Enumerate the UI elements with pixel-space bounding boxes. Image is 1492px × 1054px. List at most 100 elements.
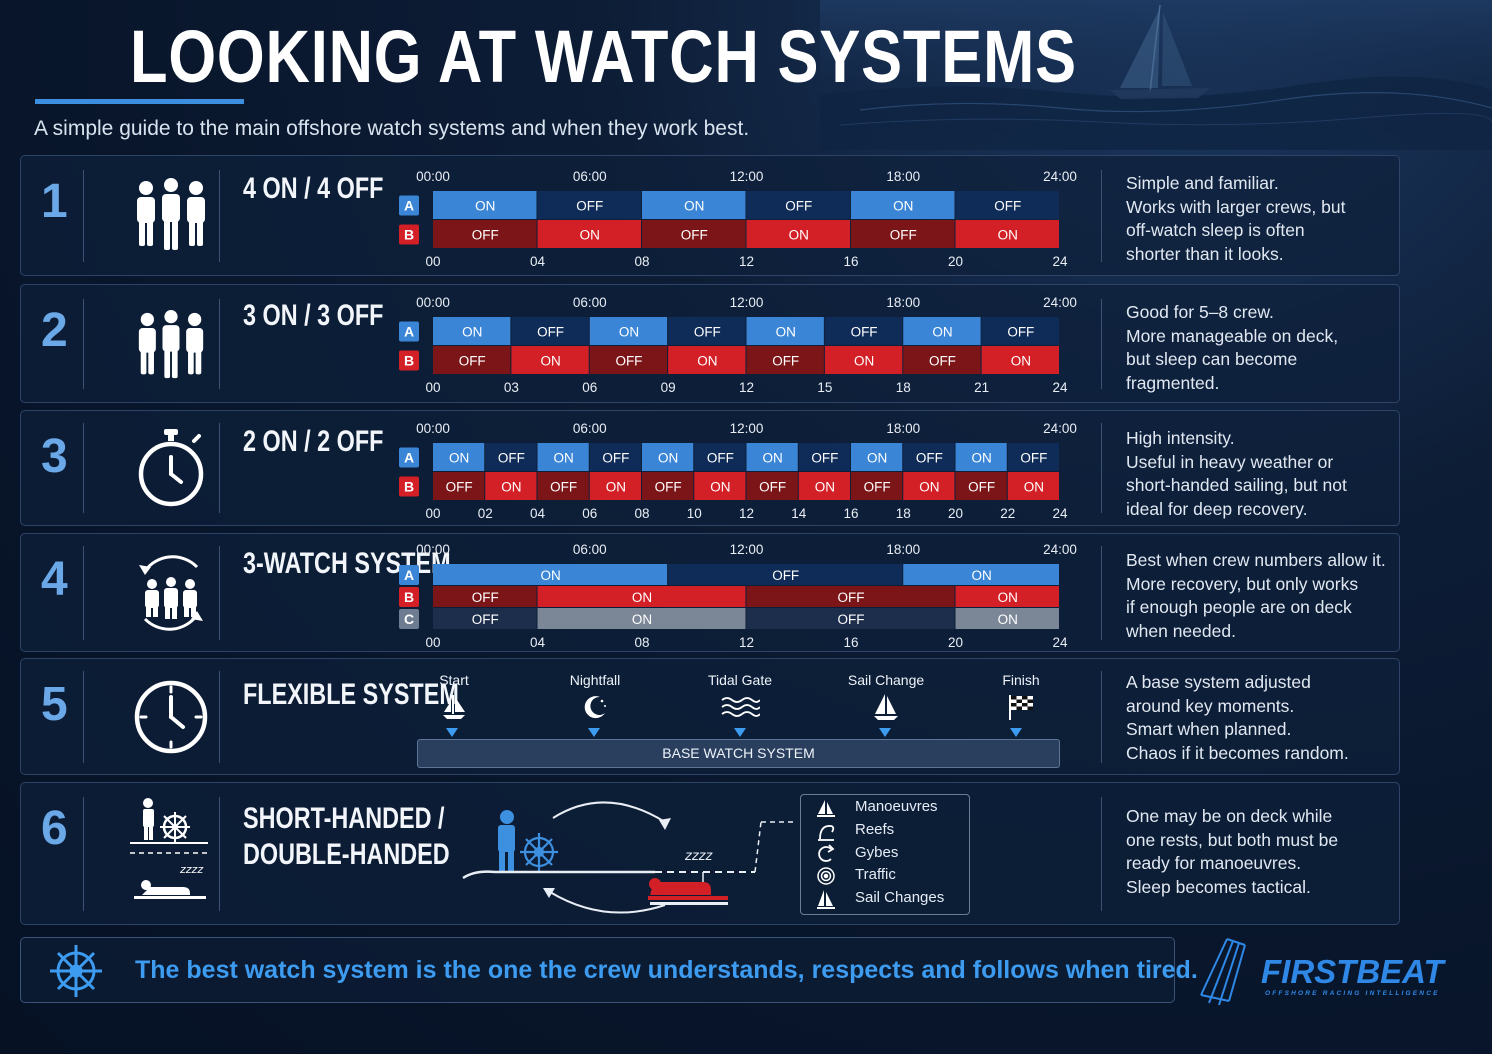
tagline-text: The best watch system is the one the cre… (135, 956, 1198, 984)
segment-label: OFF (446, 480, 473, 495)
desc-line: Smart when planned. (1126, 719, 1292, 739)
hour-tick-label: 16 (843, 254, 858, 269)
time-label: 18:00 (886, 421, 920, 436)
reef-icon (818, 825, 835, 841)
segment-label: OFF (602, 451, 629, 466)
watch-label: B (404, 227, 414, 243)
watch-segment (668, 317, 746, 345)
desc-line: if enough people are on deck (1126, 597, 1352, 617)
segment-label: ON (462, 325, 482, 340)
segment-label: ON (475, 199, 495, 214)
segment-label: OFF (890, 228, 917, 243)
hour-tick-label: 24 (1052, 380, 1068, 395)
divider (219, 671, 220, 763)
moment-markers (446, 728, 1022, 737)
segment-label: ON (697, 354, 717, 369)
divider (1101, 423, 1102, 513)
watch-segment (981, 346, 1059, 374)
segment-label: ON (789, 228, 809, 243)
system-description: Simple and familiar. Works with larger c… (1126, 172, 1396, 266)
watch-segment (433, 608, 537, 629)
segment-label: OFF (655, 480, 682, 495)
divider (83, 170, 84, 262)
desc-line: ideal for deep recovery. (1126, 498, 1308, 519)
segment-label: OFF (459, 354, 486, 369)
hour-tick-label: 08 (634, 506, 649, 521)
watch-segment (589, 317, 668, 345)
desc-line: One may be on deck while (1126, 806, 1333, 826)
segment-label: OFF (929, 354, 956, 369)
watch-a-badge (399, 321, 419, 342)
watch-segment (798, 472, 850, 500)
stopwatch-icon (138, 429, 204, 507)
segment-label: ON (919, 480, 939, 495)
watch-segment (903, 317, 981, 345)
desc-line: around key moments. (1126, 695, 1295, 716)
segment-label: ON (606, 480, 626, 495)
segment-label: OFF (550, 480, 577, 495)
helm-and-sleeper-icon: zzzz (130, 798, 208, 899)
segment-label: OFF (537, 325, 564, 340)
watch-label: A (404, 450, 414, 466)
time-label: 06:00 (573, 295, 607, 310)
segment-label: ON (776, 325, 796, 340)
row-number: 5 (41, 678, 68, 731)
segment-label: ON (684, 199, 704, 214)
divider (83, 797, 84, 911)
watch-segment (433, 443, 485, 471)
clock-icon (111, 679, 231, 755)
time-label: 00:00 (416, 169, 450, 184)
watch-a-badge (399, 447, 419, 468)
system-description: One may be on deck while one rests, but … (1126, 805, 1396, 899)
segment-label: OFF (1007, 325, 1034, 340)
task-legend (800, 794, 970, 915)
row-number: 1 (41, 175, 68, 228)
short-handed-illustration: zzzz (462, 801, 795, 914)
firstbeat-logo: FIRSTBEAT OFFSHORE RACING INTELLIGENCE (1195, 935, 1465, 1010)
crew-icon (137, 178, 205, 250)
time-label: 12:00 (730, 542, 764, 557)
watch-segment (537, 472, 589, 500)
row-number: 6 (41, 802, 68, 855)
segment-label: OFF (838, 590, 865, 605)
desc-line: A base system adjusted (1126, 672, 1311, 692)
segment-label: OFF (785, 199, 812, 214)
watch-segment (955, 608, 1059, 629)
desc-line: when needed. (1126, 620, 1236, 641)
watch-segment (642, 443, 694, 471)
watch-segment (798, 443, 850, 471)
desc-line: short-handed sailing, but not (1126, 475, 1347, 495)
system-title: 4 ON / 4 OFF (243, 172, 384, 205)
segment-label: OFF (694, 325, 721, 340)
segment-label: OFF (1020, 451, 1047, 466)
desc-line: Best when crew numbers allow it. (1126, 550, 1386, 570)
row-number: 2 (41, 304, 68, 357)
system-title-line-1: SHORT-HANDED / (243, 802, 445, 835)
system-description: Good for 5–8 crew. More manageable on de… (1126, 301, 1396, 395)
divider (83, 299, 84, 389)
hour-tick-label: 20 (948, 635, 963, 650)
segment-label: ON (658, 451, 678, 466)
watch-a-badge (399, 565, 419, 585)
desc-line: off-watch sleep is often (1126, 220, 1305, 240)
segment-label: ON (1024, 480, 1044, 495)
legend-label: Sail Changes (855, 889, 945, 906)
helmsman-figure (498, 810, 515, 872)
watch-segment (642, 191, 746, 219)
watch-segment (746, 586, 955, 607)
segment-label: ON (632, 590, 652, 605)
segment-label: ON (998, 612, 1018, 627)
watch-label: A (404, 567, 414, 583)
sleeper-figure (648, 872, 728, 905)
watch-segment (511, 346, 589, 374)
time-label: 18:00 (886, 295, 920, 310)
legend-label: Traffic (855, 866, 896, 883)
system-description: A base system adjusted around key moment… (1126, 671, 1396, 765)
desc-line: Good for 5–8 crew. (1126, 302, 1274, 322)
hour-tick-label: 12 (739, 506, 754, 521)
page-title: LOOKING AT WATCH SYSTEMS (129, 15, 1077, 98)
hour-tick-label: 00 (425, 380, 440, 395)
watch-segment (903, 564, 1059, 585)
segment-label: ON (580, 228, 600, 243)
